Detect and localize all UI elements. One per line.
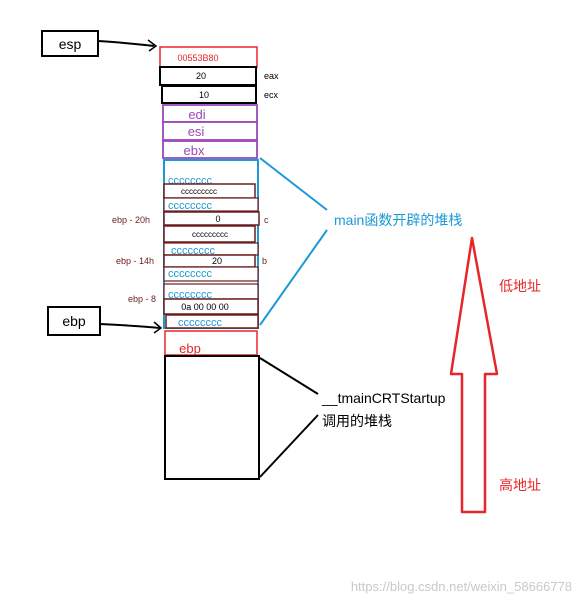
stack-cell-edi-label: edi	[188, 107, 205, 122]
stack-cell-edi	[162, 104, 258, 123]
frame-cell-cc-6	[165, 314, 259, 329]
main-stack-brace	[259, 157, 328, 326]
ecx-label: ecx	[264, 90, 279, 100]
esp-arrow	[97, 40, 155, 47]
stack-cell-ecx-value: 10	[199, 90, 209, 100]
local-var-c-label: c	[264, 215, 269, 225]
ebp-label: ebp	[62, 313, 86, 329]
frame-cell-cc9-2	[163, 225, 256, 243]
frame-cc-2: cccccccc	[168, 200, 213, 212]
stack-cell-top-value: 00553B80	[177, 53, 218, 63]
ebp-pointer: ebp	[47, 306, 163, 336]
caller-stack-label-2: 调用的堆栈	[322, 413, 392, 429]
caller-stack-line-bottom	[259, 414, 319, 478]
main-stack-label: main函数开辟的堆栈	[334, 212, 462, 228]
stack-cell-eax-value: 20	[196, 71, 206, 81]
main-stack-line-bottom	[259, 229, 328, 326]
stack-cell-ebx	[162, 140, 258, 159]
esp-arrowhead	[147, 39, 158, 52]
local-var-a-value: 0a 00 00 00	[181, 302, 229, 312]
eax-label: eax	[264, 71, 279, 81]
watermark: https://blog.csdn.net/weixin_58666778	[351, 579, 572, 594]
local-var-a	[163, 298, 259, 315]
esp-pointer: esp	[41, 30, 158, 57]
local-var-b-offset: ebp - 14h	[116, 256, 154, 266]
frame-cc-5: cccccccc	[168, 289, 213, 301]
frame-cc-6: cccccccc	[178, 317, 223, 329]
frame-cell-cc9-2-text: ccccccccc	[192, 230, 228, 239]
frame-cell-cc9-1-text: ccccccccc	[181, 187, 217, 196]
caller-stack-label-1: __tmainCRTStartup	[321, 390, 446, 406]
local-var-b-label: b	[262, 256, 267, 266]
stack-cell-esi	[162, 121, 258, 141]
low-address-label: 低地址	[499, 278, 541, 294]
local-var-c	[163, 211, 260, 226]
saved-ebp-cell	[164, 330, 258, 356]
caller-stack-brace	[259, 357, 319, 478]
ebp-box	[47, 306, 101, 336]
frame-cc-4: cccccccc	[168, 268, 213, 280]
esp-box	[41, 30, 99, 57]
frame-cc-3: cccccccc	[171, 245, 216, 257]
local-var-c-offset: ebp - 20h	[112, 215, 150, 225]
local-var-b	[163, 254, 256, 268]
local-var-a-offset: ebp - 8	[128, 294, 156, 304]
stack-cell-eax	[159, 66, 257, 86]
frame-cell-cc-4	[163, 266, 259, 282]
stack-cell-ebx-label: ebx	[184, 143, 205, 158]
saved-ebp-label: ebp	[179, 341, 201, 356]
high-address-label: 高地址	[499, 477, 541, 493]
esp-label: esp	[59, 36, 82, 52]
address-direction-arrow	[449, 236, 499, 514]
ebp-arrow	[99, 323, 161, 329]
stack-cell-esi-label: esi	[188, 124, 205, 139]
frame-cell-cc-2	[163, 197, 259, 212]
stack-cell-ecx	[161, 85, 257, 104]
main-stack-line-top	[259, 157, 328, 211]
local-var-b-value: 20	[212, 256, 222, 266]
local-var-c-value: 0	[215, 214, 220, 224]
caller-frame	[164, 355, 260, 480]
caller-stack-line-top	[259, 357, 319, 395]
ebp-arrowhead	[153, 321, 163, 334]
